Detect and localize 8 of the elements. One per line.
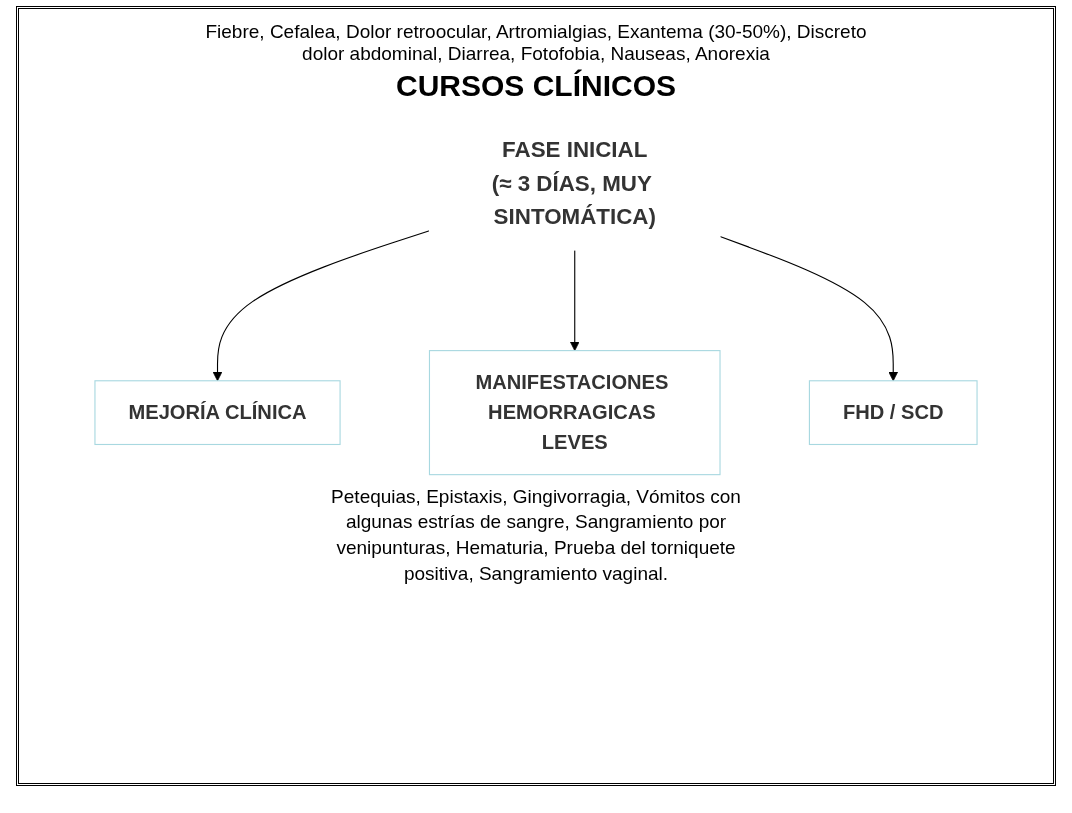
heading-text: CURSOS CLÍNICOS (395, 69, 677, 103)
node-box: MANIFESTACIONES HEMORRAGICAS LEVES (428, 350, 721, 476)
node-box: FHD / SCD (808, 380, 978, 446)
symptom-list: Fiebre, Cefalea, Dolor retroocular, Artromialgias, Exantema (30-50%), Discreto dolor abdominal, Diarrea, Fotofobia, Nauseas, Anorexia (196, 21, 876, 65)
node-text: FASE INICIAL (≈ 3 DÍAS, MUY SINTOMÁTICA) (491, 137, 656, 229)
arrow (569, 249, 580, 352)
symptom-list: Petequias, Epistaxis, Gingivorragia, Vómitos con algunas estrías de sangre, Sangramiento por venipunturas, Hematuria, Prueba del torniquete positiva, Sangramiento vaginal. (326, 483, 746, 587)
node-box: MEJORÍA CLÍNICA (94, 380, 341, 446)
